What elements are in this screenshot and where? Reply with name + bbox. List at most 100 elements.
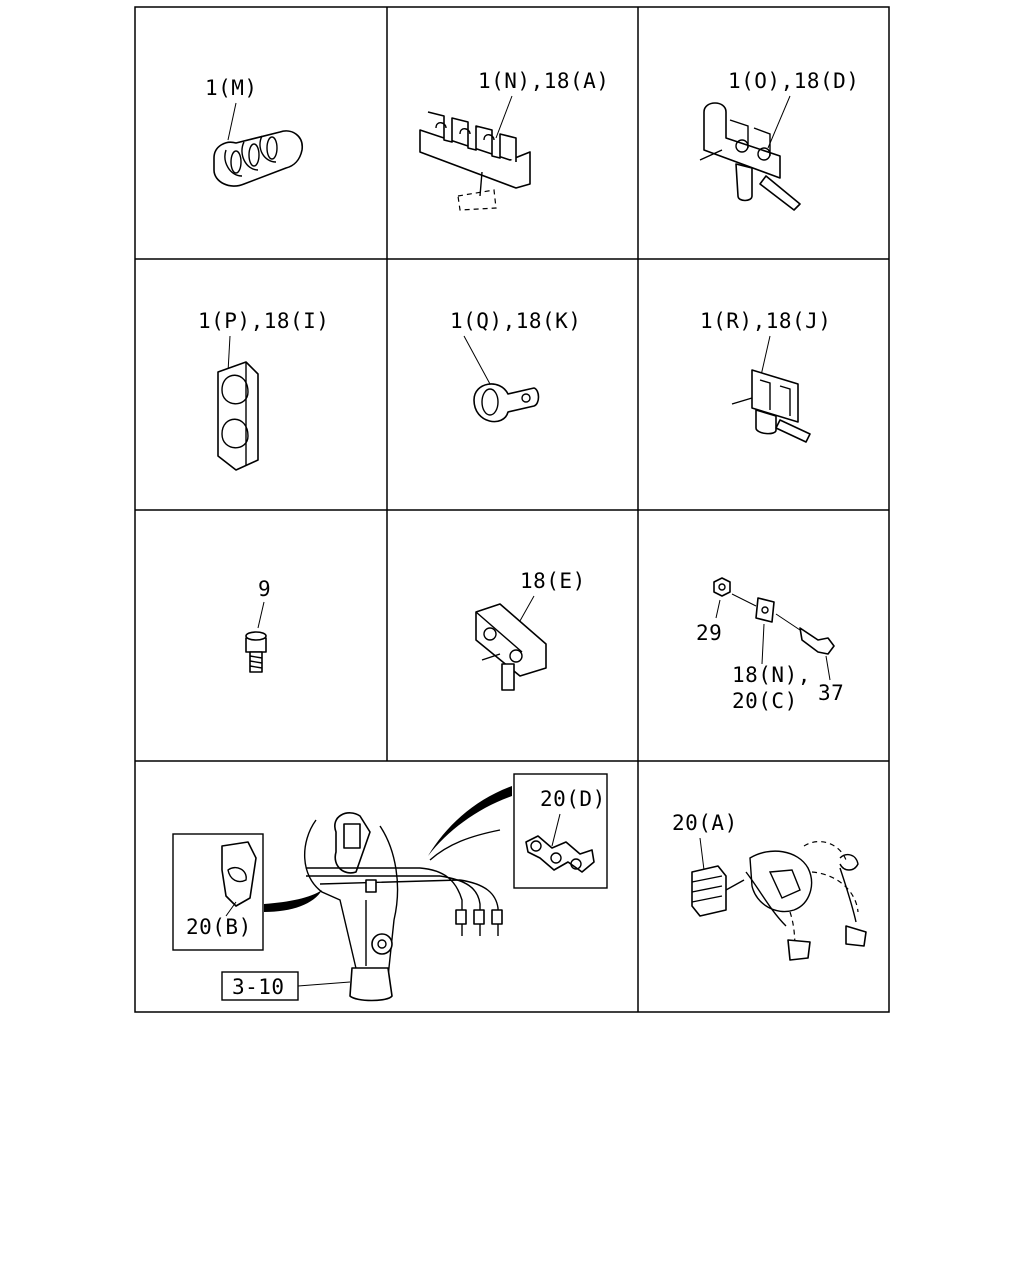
block-clip-body bbox=[475, 603, 547, 677]
triple-clip-hole-1 bbox=[230, 150, 242, 174]
cell-11-clip-assembly: 20(A) bbox=[672, 811, 867, 961]
leader-1o bbox=[767, 95, 791, 149]
cell-1-triple-clip: 1(M) bbox=[205, 76, 303, 187]
leader-9 bbox=[257, 601, 265, 629]
post-clip-fingers bbox=[729, 119, 771, 156]
cell-3-post-clip: 1(O),18(D) bbox=[699, 69, 859, 211]
r-clip-slots bbox=[759, 379, 791, 416]
post-clip-ring-1 bbox=[735, 139, 749, 153]
label-1m: 1(M) bbox=[205, 76, 258, 100]
pedal-bracket-right bbox=[379, 825, 399, 997]
callout-box-20b bbox=[172, 833, 264, 951]
block-clip-tab bbox=[481, 653, 501, 661]
clip-20b bbox=[221, 841, 257, 907]
triple-clip-hole-2 bbox=[248, 143, 260, 167]
nut-29 bbox=[713, 577, 731, 597]
cell-9-fastener-set: 29 18(N), 20(C) 37 bbox=[696, 577, 844, 713]
leader-1p bbox=[227, 335, 231, 373]
clip-20d-ring-2 bbox=[550, 852, 562, 864]
leader-20b bbox=[225, 901, 237, 917]
brake-lines-horizontal bbox=[306, 867, 461, 885]
callout-box-20d bbox=[513, 773, 608, 889]
p-clamp-hole bbox=[521, 393, 531, 403]
loop-clip-lower-loop bbox=[221, 418, 249, 449]
multi-clip-fingers bbox=[427, 111, 517, 162]
washer-hole bbox=[761, 606, 769, 614]
block-clip-hole-2 bbox=[509, 649, 523, 663]
post-clip-left-wing bbox=[699, 149, 723, 161]
post-clip-tab bbox=[759, 175, 801, 211]
pedal-switch bbox=[343, 823, 361, 849]
post-clip-stem bbox=[735, 163, 753, 202]
cell-6-clip: 1(R),18(J) bbox=[700, 309, 831, 443]
bolt-9-head-top bbox=[245, 631, 267, 641]
triple-clip-hole-3 bbox=[266, 136, 278, 160]
leader-20d bbox=[551, 813, 561, 847]
label-1r-18j: 1(R),18(J) bbox=[700, 309, 831, 333]
assembly-arms bbox=[745, 867, 857, 927]
multi-clip-mount-outline bbox=[457, 189, 497, 211]
clip-20a-pointer bbox=[725, 879, 745, 891]
brake-fitting-3 bbox=[491, 909, 503, 925]
clip-20d-ring-1 bbox=[530, 840, 542, 852]
leader-1q bbox=[463, 335, 491, 385]
leader-1m bbox=[227, 102, 237, 141]
pedal-stopper bbox=[365, 879, 377, 893]
cell-10-pedal-assembly: 20(D) 20(B) 3-10 bbox=[172, 773, 608, 1002]
p-clamp-loop bbox=[481, 388, 499, 416]
brake-lines-down bbox=[419, 867, 499, 936]
cell-2-multi-clip: 1(N),18(A) bbox=[419, 69, 609, 211]
pedal-bracket-left bbox=[304, 819, 363, 995]
post-clip-ring-2 bbox=[757, 147, 771, 161]
assembly-right-clip bbox=[839, 853, 859, 871]
loop-clip-upper-loop bbox=[221, 374, 249, 405]
label-3-10: 3-10 bbox=[232, 975, 285, 999]
loop-clip-frame bbox=[217, 361, 259, 471]
assembly-pad-1 bbox=[787, 939, 811, 961]
brake-line-upper bbox=[429, 829, 501, 861]
label-29: 29 bbox=[696, 621, 722, 645]
label-1o-18d: 1(O),18(D) bbox=[728, 69, 859, 93]
triple-clip-loops bbox=[224, 135, 277, 177]
assembly-body bbox=[749, 850, 813, 913]
label-1p-18i: 1(P),18(I) bbox=[198, 309, 329, 333]
block-clip-hole-1 bbox=[483, 627, 497, 641]
leader-20a bbox=[699, 837, 705, 871]
assembly-bracket bbox=[768, 869, 801, 899]
label-18n: 18(N), bbox=[732, 663, 811, 687]
label-1n-18a: 1(N),18(A) bbox=[478, 69, 609, 93]
assembly-line-2 bbox=[775, 613, 801, 631]
label-20b: 20(B) bbox=[186, 915, 252, 939]
leader-29 bbox=[715, 599, 721, 619]
pedal-pad bbox=[349, 967, 393, 1002]
label-1q-18k: 1(Q),18(K) bbox=[450, 309, 581, 333]
label-9: 9 bbox=[258, 577, 271, 601]
bolt-37 bbox=[799, 627, 835, 655]
label-20d: 20(D) bbox=[540, 787, 606, 811]
pointer-20b bbox=[264, 890, 322, 912]
block-clip-edge bbox=[475, 611, 523, 653]
clip-20a bbox=[691, 865, 727, 917]
r-clip-tab bbox=[775, 419, 811, 443]
label-20c: 20(C) bbox=[732, 689, 798, 713]
assembly-line-1 bbox=[731, 593, 757, 607]
bolt-9-threads bbox=[249, 655, 263, 669]
leader-3-10 bbox=[297, 981, 351, 987]
pointer-20d bbox=[428, 786, 512, 856]
nut-29-hole bbox=[718, 583, 726, 591]
leader-1n bbox=[495, 95, 513, 139]
brake-fitting-1 bbox=[455, 909, 467, 925]
label-18e: 18(E) bbox=[520, 569, 586, 593]
label-37: 37 bbox=[818, 681, 844, 705]
washer-18n bbox=[755, 597, 775, 623]
multi-clip-base bbox=[419, 129, 531, 189]
label-20a: 20(A) bbox=[672, 811, 738, 835]
cell-8-block-clip: 18(E) bbox=[475, 569, 586, 691]
diagram-grid bbox=[134, 6, 890, 1013]
pedal-pivot-bolt-center bbox=[377, 939, 387, 949]
clip-20b-slot bbox=[227, 866, 247, 883]
brake-fitting-2 bbox=[473, 909, 485, 925]
clip-20a-ribs bbox=[691, 875, 723, 903]
leader-37 bbox=[825, 655, 831, 681]
